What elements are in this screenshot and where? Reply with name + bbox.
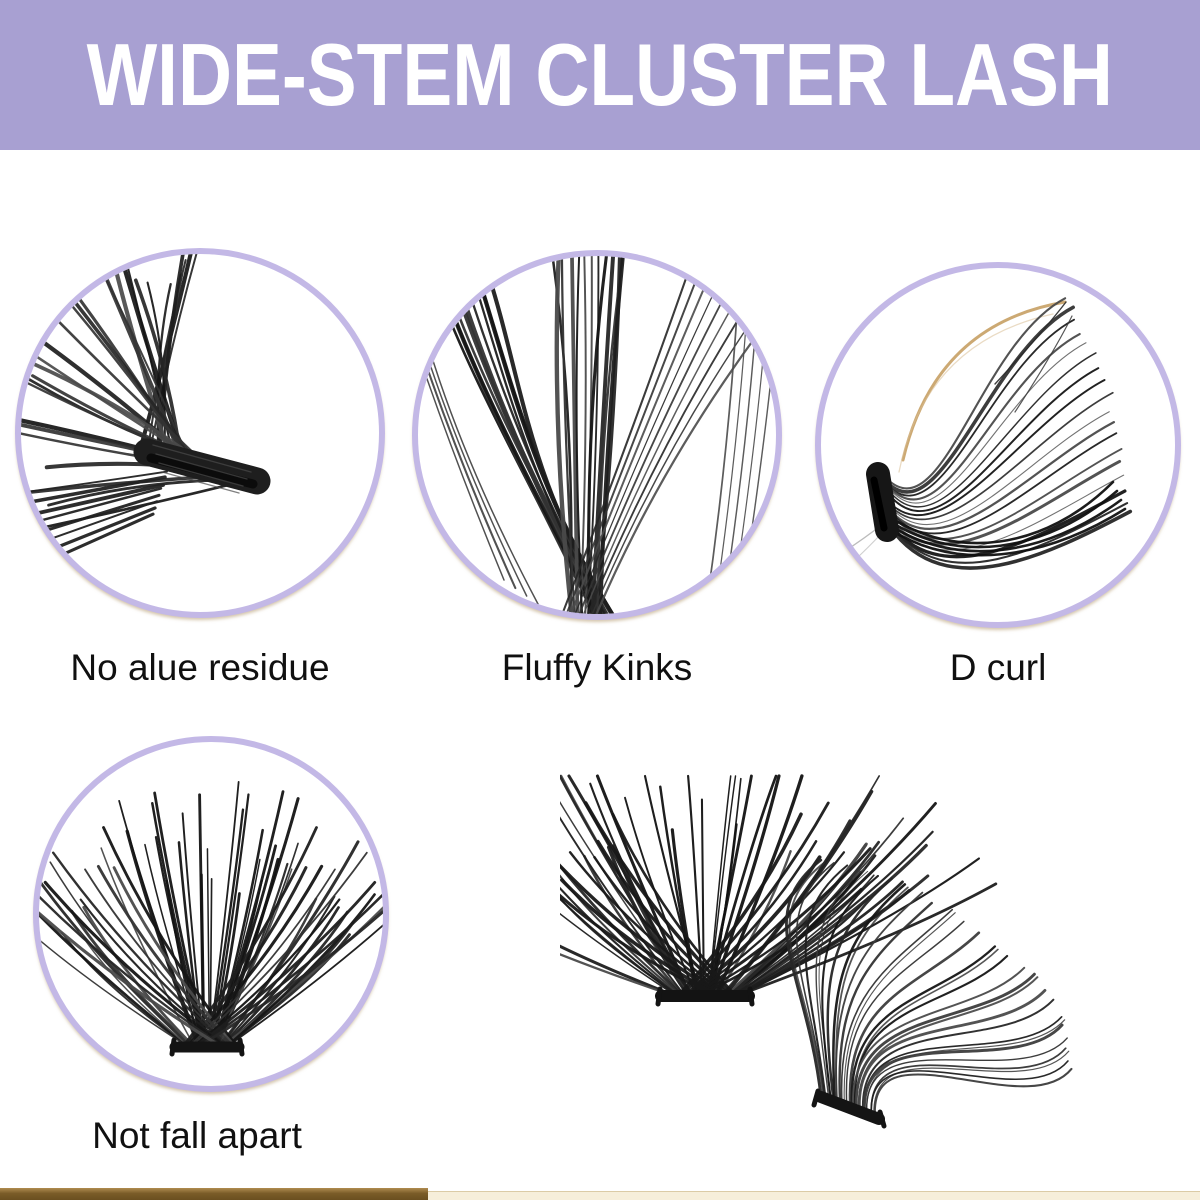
not-fall-apart-photo [39,781,383,1057]
feature-label: No alue residue [70,647,330,688]
feature-label: Fluffy Kinks [501,647,693,688]
feature-label: Not fall apart [92,1115,302,1156]
fluffy-kinks-photo [418,256,776,614]
d-curl-photo [821,297,1133,589]
page-title: WIDE-STEM CLUSTER LASH [86,25,1114,124]
feature-circle-no-glue-residue [15,248,385,618]
feature-circle-d-curl [815,262,1181,628]
next-section-edge-brown [0,1188,428,1200]
feature-circle-fluffy-kinks [412,250,782,620]
loose-lash-clusters-photo [560,774,1073,1129]
feature-circle-not-fall-apart [33,736,389,1092]
no-glue-residue-photo [21,254,271,575]
next-section-edge-cream [428,1191,1200,1200]
feature-label: D curl [949,647,1047,688]
header-banner: WIDE-STEM CLUSTER LASH [0,0,1200,150]
